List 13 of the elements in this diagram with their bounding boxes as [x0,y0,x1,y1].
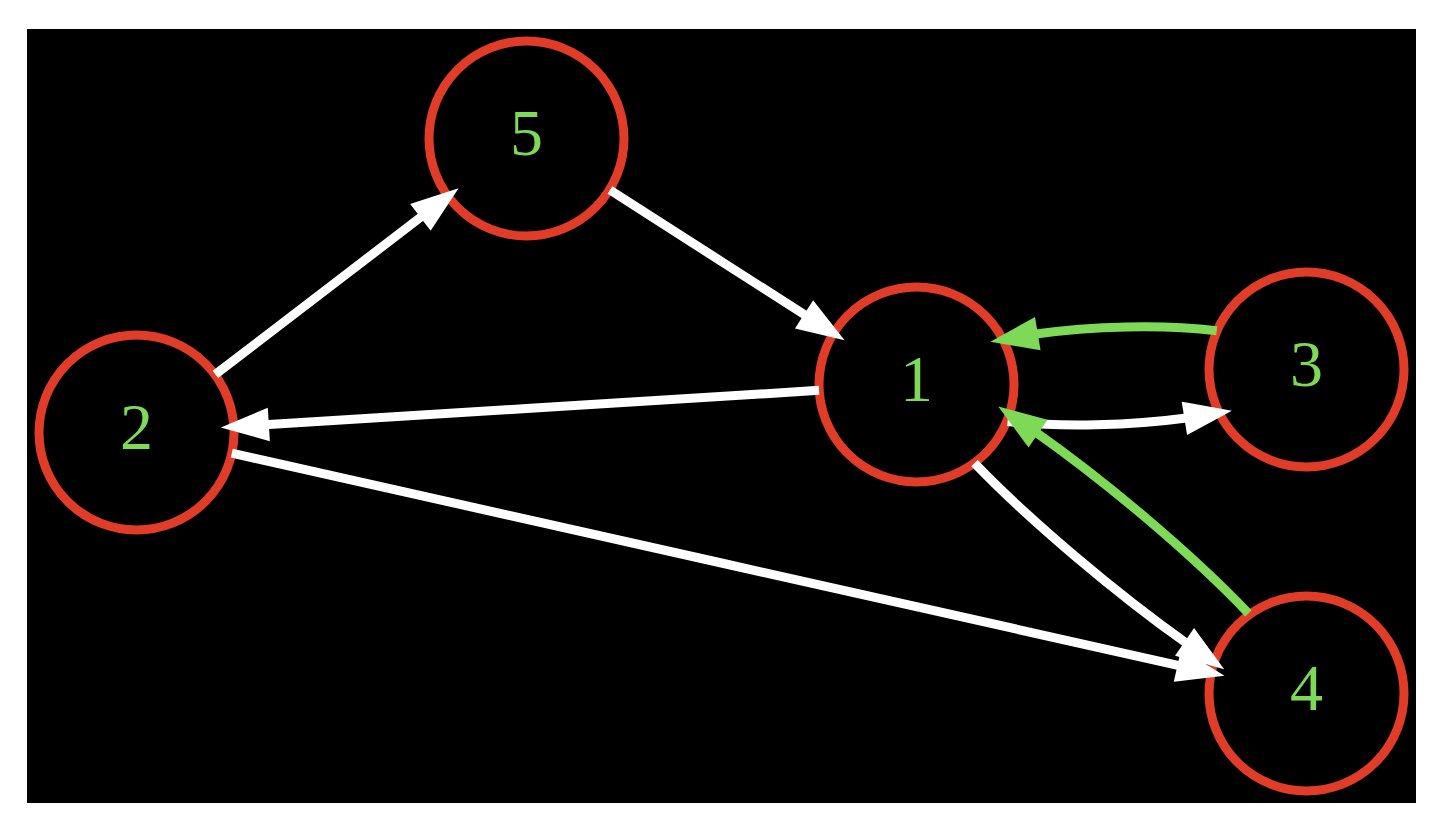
arrow [212,188,459,378]
node-circle: 4 [1204,591,1408,796]
node-circle: 1 [814,282,1018,487]
node-circle: 2 [34,330,238,535]
arrow [220,385,819,442]
arrow [1006,401,1232,435]
arrow [997,406,1252,617]
arrow [989,317,1217,351]
node-circle: 5 [424,36,628,241]
arrow [230,448,1224,682]
node-circle: 3 [1204,267,1408,472]
arrow [607,186,845,341]
arrow [970,459,1224,670]
